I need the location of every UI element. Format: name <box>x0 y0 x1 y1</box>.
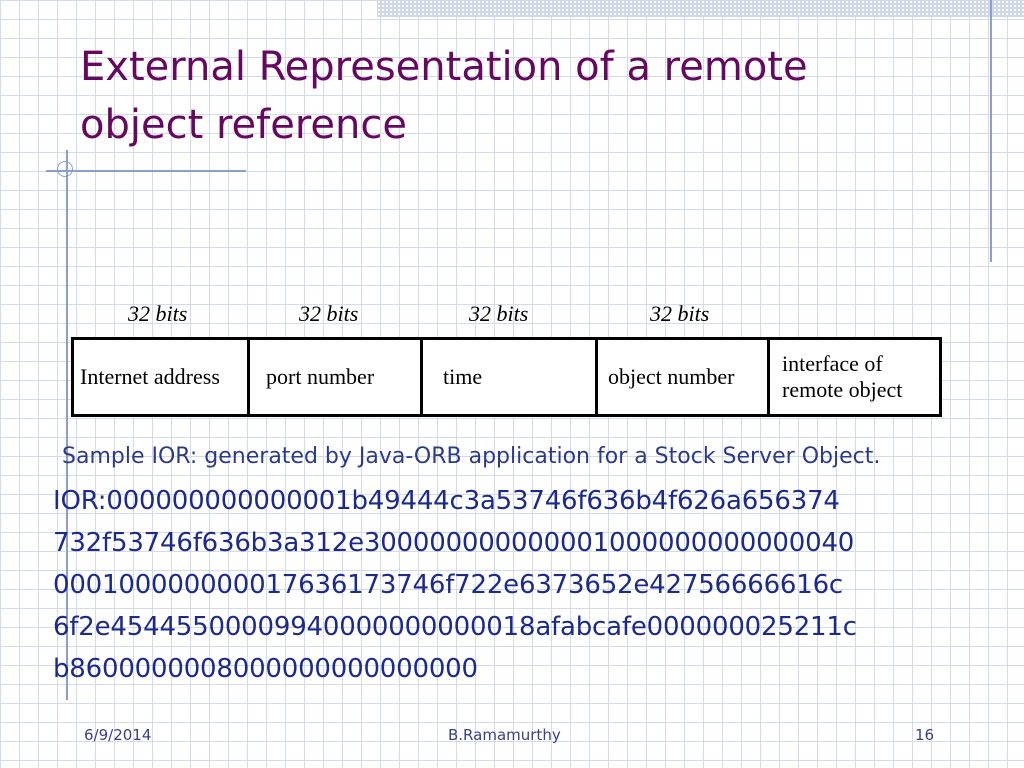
remote-object-reference-table: Internet address port number time object… <box>71 337 942 417</box>
field-object-number: object number <box>598 340 770 414</box>
ior-line: 6f2e45445500009940000000000018afabcafe00… <box>53 612 857 642</box>
bits-label-internet-address: 32 bits <box>128 301 188 326</box>
bits-label-port-number: 32 bits <box>299 301 359 326</box>
field-port-number: port number <box>250 340 423 414</box>
sample-ior-caption: Sample IOR: generated by Java-ORB applic… <box>62 444 881 469</box>
field-internet-address: Internet address <box>74 340 250 414</box>
footer-author: B.Ramamurthy <box>448 726 561 744</box>
ior-line: 000100000000017636173746f722e6373652e427… <box>53 570 844 600</box>
top-decorative-band <box>377 0 1024 17</box>
ior-line: IOR:000000000000001b49444c3a53746f636b4f… <box>53 486 840 516</box>
right-accent-line <box>990 0 992 262</box>
title-underline-accent <box>46 170 246 172</box>
ior-line: b8600000008000000000000000 <box>53 654 478 684</box>
bits-label-time: 32 bits <box>469 301 529 326</box>
bits-label-object-number: 32 bits <box>650 301 710 326</box>
footer-date: 6/9/2014 <box>84 726 152 744</box>
footer-page-number: 16 <box>915 726 935 744</box>
ior-line: 732f53746f636b3a312e30000000000000100000… <box>53 528 855 558</box>
slide-title: External Representation of a remote obje… <box>80 44 808 148</box>
field-interface-of-remote-object: interface of remote object <box>782 351 903 402</box>
field-time: time <box>423 340 598 414</box>
corner-circle-ornament <box>57 161 73 177</box>
left-accent-line <box>66 150 68 700</box>
